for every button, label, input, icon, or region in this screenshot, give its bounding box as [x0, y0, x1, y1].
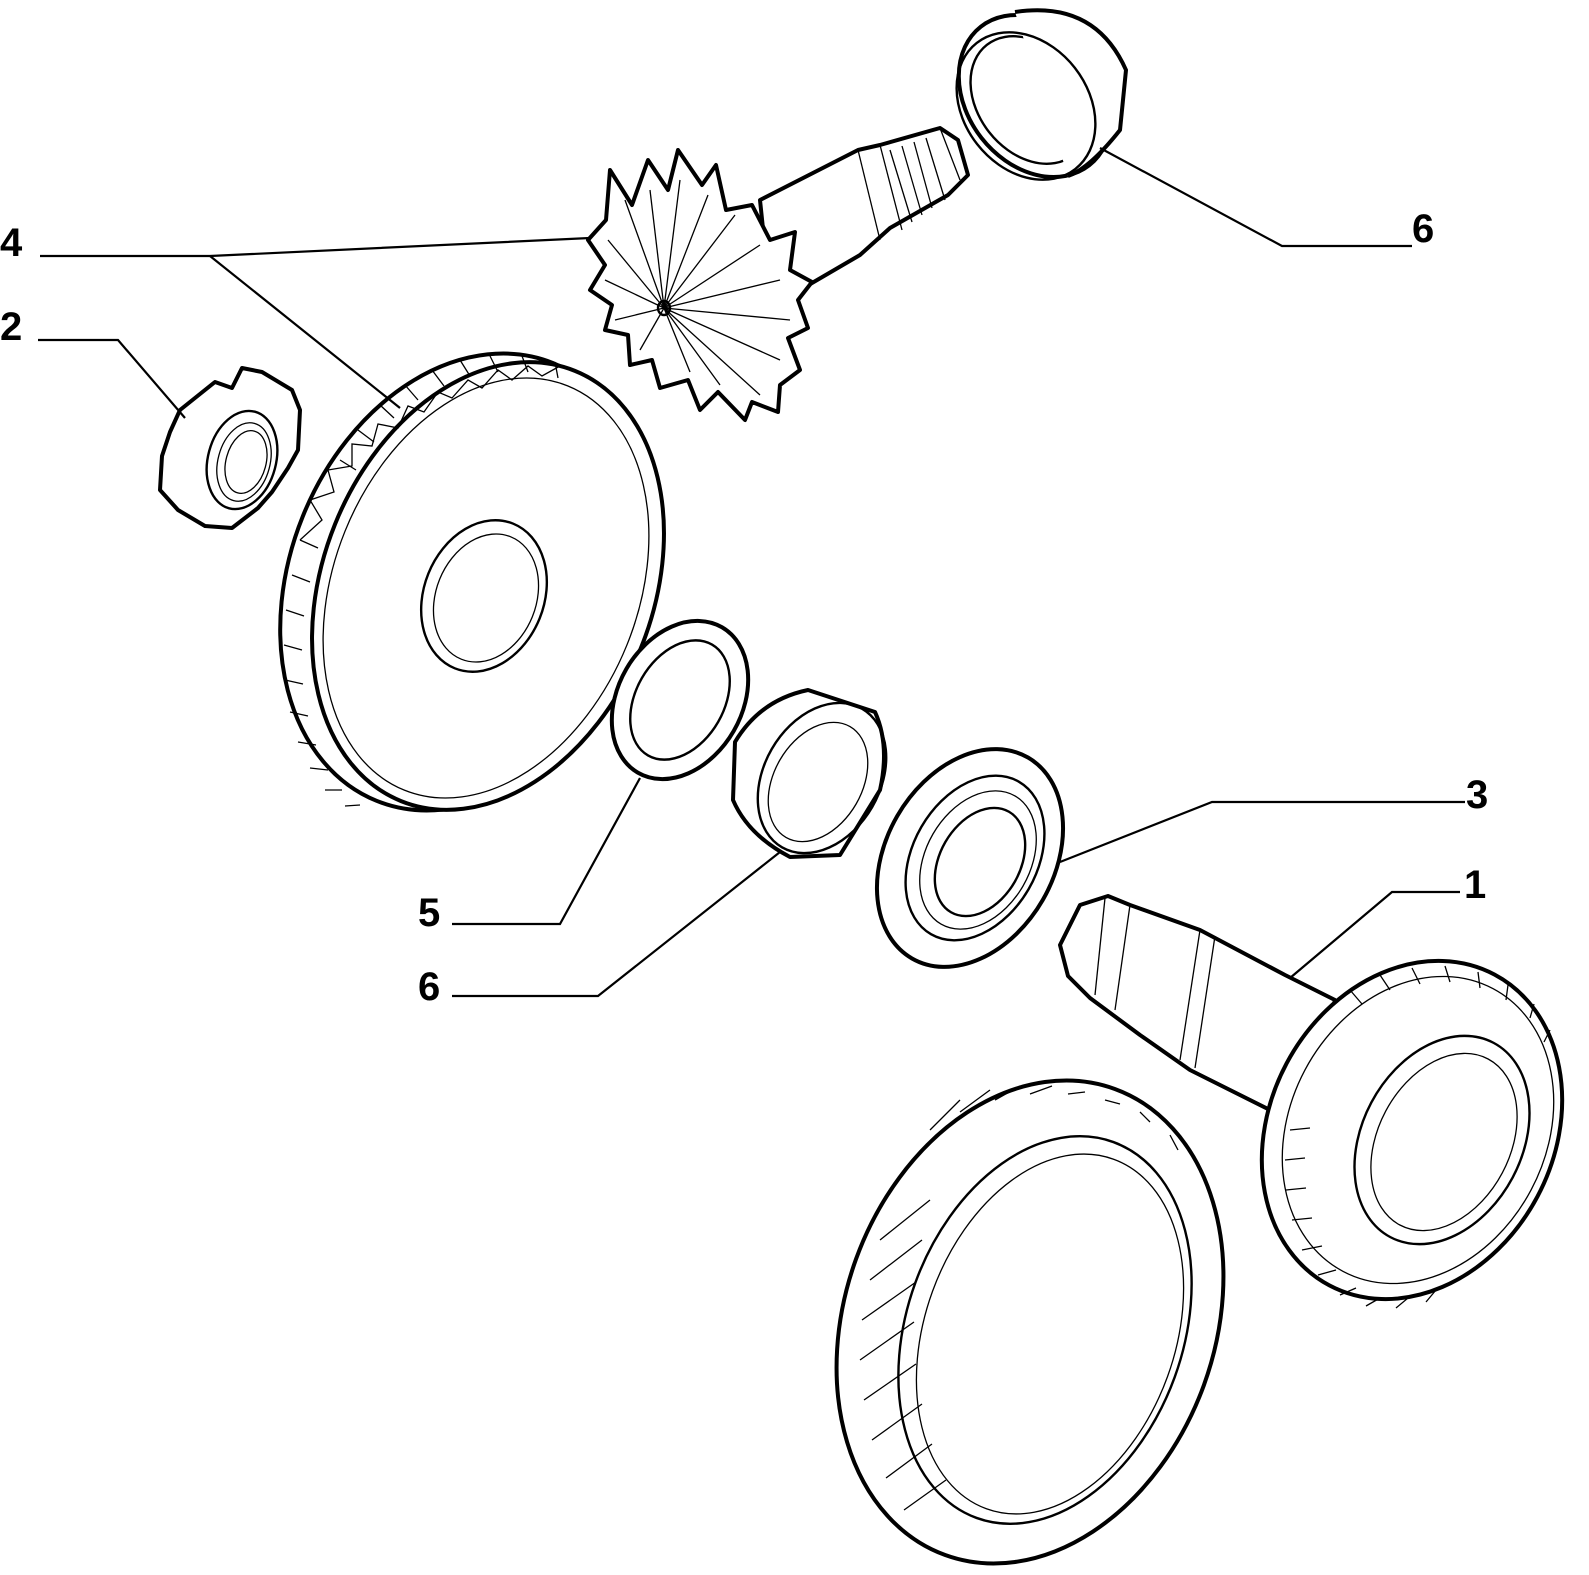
part-6-middle-bearing-race[interactable] — [731, 680, 912, 877]
leader-4-pinion — [40, 236, 591, 258]
helical-gear-lower — [834, 1078, 1226, 1566]
leader-2 — [38, 338, 186, 419]
part-6-top-bearing-race[interactable] — [927, 0, 1143, 207]
leader-5 — [452, 777, 641, 926]
part-2-slotted-nut[interactable] — [158, 366, 302, 530]
leader-6-middle — [452, 851, 781, 998]
callout-4: 4 — [0, 221, 23, 265]
leader-3 — [1059, 800, 1465, 864]
part-3-taper-bearing[interactable] — [839, 716, 1100, 1001]
part-5-shim-washer[interactable] — [584, 596, 775, 803]
part-4-ring-gear[interactable] — [214, 298, 728, 867]
callout-5: 5 — [418, 891, 440, 935]
callout-6-top: 6 — [1412, 207, 1434, 251]
callout-1: 1 — [1464, 863, 1486, 907]
callout-3: 3 — [1466, 773, 1488, 817]
callout-2: 2 — [0, 305, 22, 349]
leader-1 — [1289, 890, 1460, 979]
leader-lines — [38, 147, 1465, 998]
leader-6-top — [1099, 147, 1412, 248]
leader-4-ring — [209, 255, 401, 409]
callout-6-middle: 6 — [418, 965, 440, 1009]
part-4-pinion-shaft[interactable] — [586, 126, 970, 422]
part-1-shaft-gear[interactable] — [1058, 894, 1589, 1352]
